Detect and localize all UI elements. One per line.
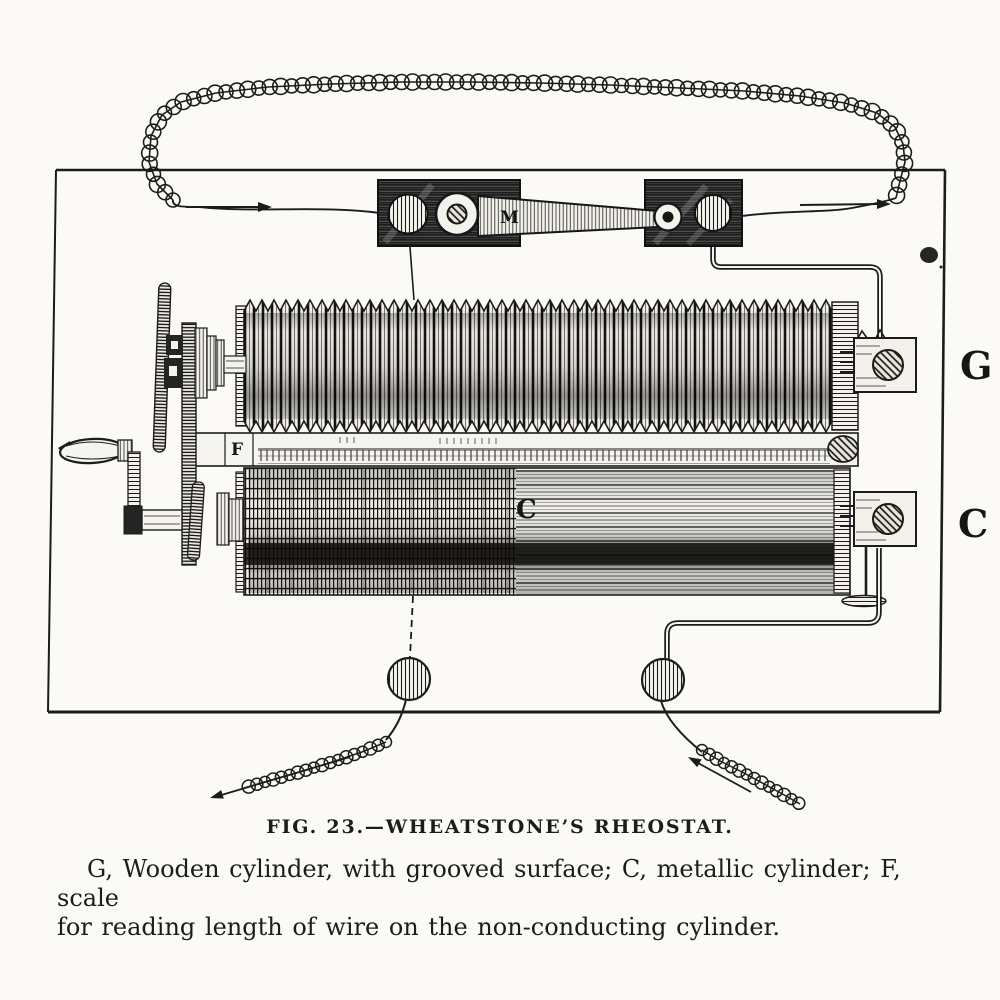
apparatus-board bbox=[47, 168, 947, 714]
wire-bracket-c-to-terminal bbox=[664, 548, 882, 659]
binding-post-left bbox=[387, 193, 429, 235]
crossbar-m-label: M bbox=[500, 208, 519, 228]
figure-description: G, Wooden cylinder, with grooved surface… bbox=[57, 855, 963, 942]
current-arrow-top-right bbox=[799, 199, 891, 209]
bracket-g bbox=[840, 328, 917, 393]
bracket-c-screw bbox=[872, 503, 904, 535]
binding-post-right bbox=[694, 194, 732, 232]
scale-f-label: F bbox=[231, 440, 243, 460]
bracket-g-screw bbox=[872, 349, 904, 381]
crank-handle bbox=[58, 437, 183, 535]
figure-caption: FIG. 23.—WHEATSTONE’S RHEOSTAT. bbox=[266, 816, 734, 838]
terminal-left bbox=[386, 656, 432, 702]
scale-knob bbox=[827, 435, 859, 463]
wooden-cylinder-g bbox=[235, 298, 859, 434]
wire-plate-to-cylinder-g bbox=[409, 246, 415, 301]
clamp-thumb-screw bbox=[841, 594, 887, 608]
current-arrow-bottom-left bbox=[210, 756, 351, 799]
description-line-1: G, Wooden cylinder, with grooved surface… bbox=[57, 855, 901, 912]
terminal-right bbox=[640, 657, 686, 703]
crossbar-m: M bbox=[434, 191, 683, 238]
left-lead-wire bbox=[172, 199, 381, 214]
gear-wheel-lower bbox=[186, 481, 205, 561]
cylinder-c-label: C bbox=[516, 495, 537, 525]
scale-f: F bbox=[194, 432, 859, 467]
bottom-coil-right bbox=[695, 743, 806, 811]
metallic-cylinder-c: C bbox=[235, 467, 851, 596]
terminal-right-lead bbox=[660, 700, 703, 753]
top-coil-wire bbox=[140, 73, 914, 208]
current-arrow-top-left bbox=[186, 202, 272, 212]
ink-blot bbox=[920, 247, 943, 269]
crank-mechanism bbox=[58, 282, 247, 566]
current-arrow-bottom-right bbox=[688, 757, 752, 793]
bracket-c bbox=[840, 491, 917, 608]
wire-plate-to-bracket-g bbox=[710, 247, 883, 338]
description-line-2: for reading length of wire on the non-co… bbox=[57, 913, 780, 941]
right-lead-wire bbox=[741, 197, 897, 217]
wire-cylinder-to-terminal bbox=[409, 595, 414, 658]
bottom-coil-left bbox=[241, 735, 393, 794]
cone-pulley bbox=[194, 327, 247, 399]
label-c: C bbox=[958, 501, 988, 546]
label-g: G bbox=[960, 343, 992, 388]
terminal-left-lead bbox=[385, 699, 407, 741]
